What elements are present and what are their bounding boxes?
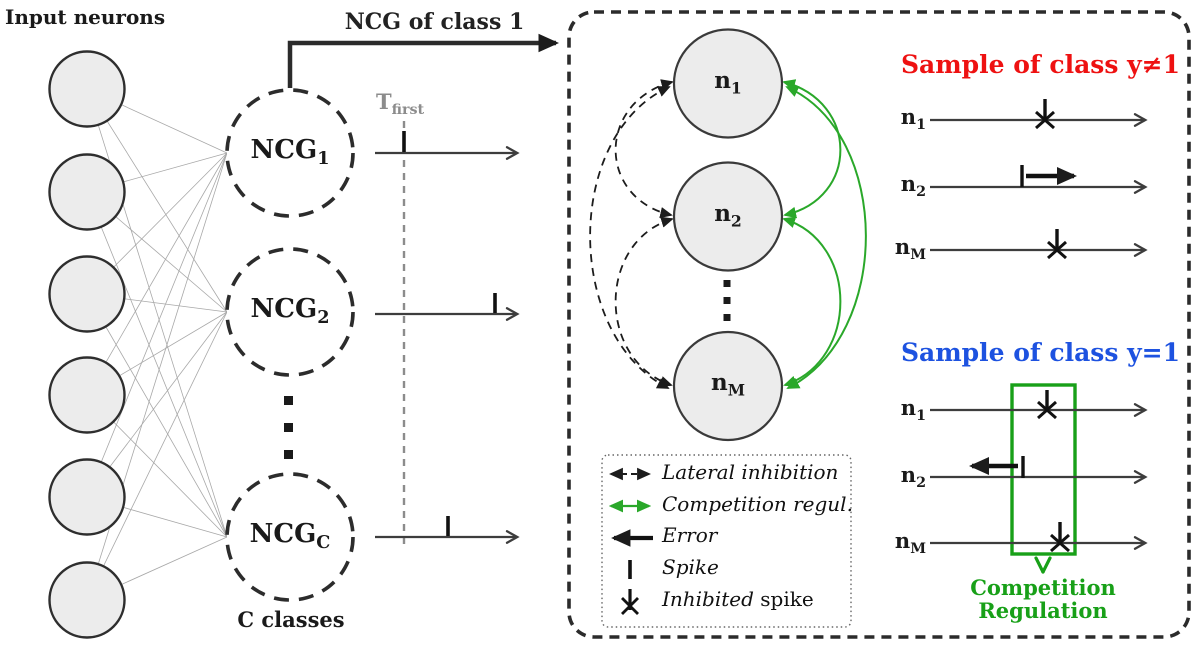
cluster-ellipsis-dots	[723, 280, 731, 321]
neuron-circle	[672, 330, 784, 442]
eq-row-n2-label: n2	[900, 462, 926, 492]
legend-icons	[608, 467, 653, 615]
eq-row-nm-label: nM	[894, 528, 926, 558]
sample-eq-timelines	[930, 403, 1148, 550]
ncg-circle	[225, 472, 355, 602]
sample-neq-marks	[1020, 99, 1078, 260]
legend-inhibited-spike-label: Inhibited spike	[662, 587, 814, 611]
neq-row-n2-label: n2	[900, 171, 926, 201]
input-neuron	[48, 255, 126, 333]
input-neurons	[48, 50, 126, 639]
lateral-inhibition-arc	[614, 79, 674, 219]
ncg-timeline-spikes	[402, 131, 497, 536]
competition-regulation-arc	[782, 79, 842, 219]
ncg-circle	[225, 88, 355, 218]
input-neurons-title: Input neurons	[5, 5, 166, 29]
ncgc-label: NCGC	[249, 519, 331, 554]
inhibited-spike-mark	[1050, 522, 1070, 553]
neuron-nm-label: nM	[710, 369, 746, 400]
input-neuron	[48, 356, 126, 434]
input-neuron	[48, 50, 126, 128]
sample-eq-title: Sample of class y=1	[900, 338, 1181, 367]
c-classes-label: C classes	[237, 607, 345, 632]
sample-eq-marks	[968, 390, 1070, 553]
sample-neq-title: Sample of class y≠1	[900, 50, 1181, 79]
inhibited-spike-mark	[1037, 390, 1057, 420]
input-neuron	[48, 458, 126, 536]
competition-regulation-arc	[782, 216, 842, 387]
legend-spike-label: Spike	[662, 555, 719, 579]
ncg-ellipsis-dots	[284, 396, 293, 459]
legend-error-label: Error	[662, 523, 718, 547]
competition-regulation-box	[1010, 383, 1077, 556]
inhibited-spike-icon	[621, 589, 639, 615]
ncg1-label: NCG1	[250, 135, 330, 170]
eq-row-n1-label: n1	[900, 395, 926, 425]
competition-regulation-pointer	[1034, 556, 1052, 574]
ncg-class1-arrow-label: NCG of class 1	[344, 9, 525, 35]
neuron-n1-label: n1	[714, 67, 742, 98]
inhibited-spike-mark	[1035, 99, 1055, 130]
competition-regulation-label: Competition Regulation	[970, 575, 1116, 624]
tfirst-label: Tfirst	[376, 89, 425, 119]
ncg-circle	[225, 247, 355, 377]
ncg-timelines	[375, 146, 520, 544]
lateral-inhibition-arc	[614, 216, 674, 387]
sample-neq-timelines	[930, 113, 1148, 257]
input-neuron	[48, 153, 126, 231]
competition-regulation-arcs	[782, 79, 867, 389]
lateral-inhibition-arcs	[589, 79, 674, 389]
competition-regulation-arc	[785, 86, 867, 389]
ncg-circles	[225, 88, 355, 602]
inhibited-spike-mark	[1047, 229, 1067, 260]
legend-competition-regul-label: Competition regul.	[662, 492, 853, 516]
legend-box	[601, 454, 852, 628]
neq-row-n1-label: n1	[900, 104, 926, 134]
neuron-n2-label: n2	[714, 200, 742, 231]
ncg2-label: NCG2	[250, 294, 330, 329]
cluster-neurons	[672, 28, 784, 442]
neuron-circle	[672, 28, 784, 139]
neq-row-nm-label: nM	[894, 234, 926, 264]
ncg-class1-arrow	[287, 33, 560, 88]
input-neuron	[48, 561, 126, 639]
legend-lateral-inhibition-label: Lateral inhibition	[662, 460, 839, 484]
neuron-circle	[672, 161, 784, 272]
lateral-inhibition-arc	[589, 86, 671, 389]
